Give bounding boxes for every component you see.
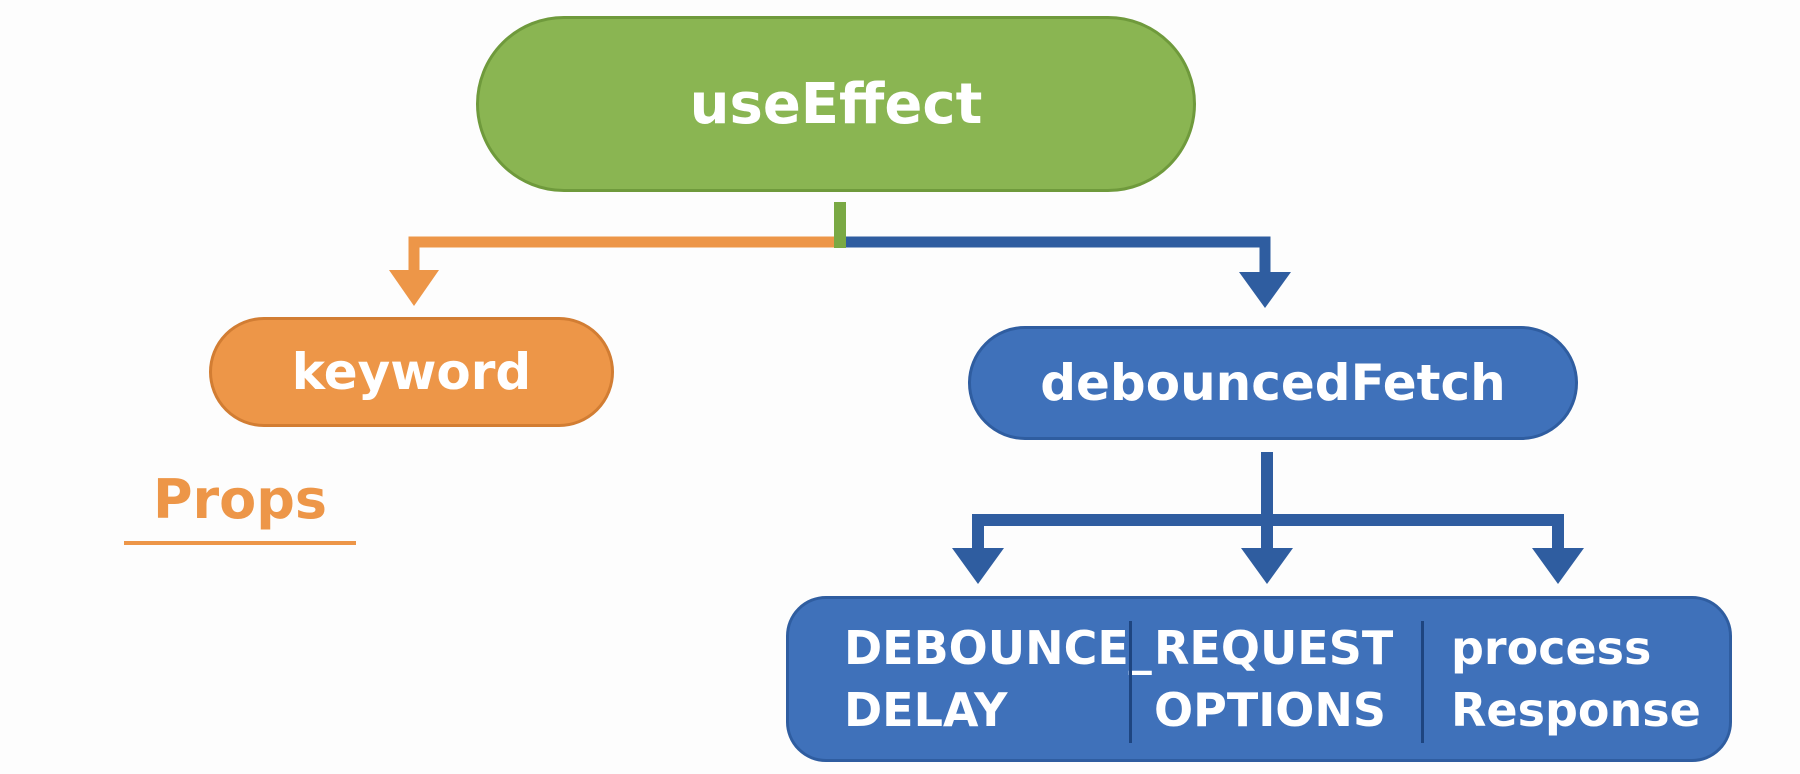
group-item-debounce-delay: DEBOUNCE_ DELAY [844,621,1152,737]
arrowhead-keyword [389,270,439,306]
group-item-request-options: REQUEST OPTIONS [1154,621,1394,737]
node-useeffect-label: useEffect [689,71,983,137]
arrowhead-group-middle [1241,548,1293,584]
arrowhead-group-left [952,548,1004,584]
node-fetch-params-group: DEBOUNCE_ DELAY REQUEST OPTIONS process … [786,596,1732,762]
node-debounced-fetch: debouncedFetch [968,326,1578,440]
connector-root-stem [834,202,846,248]
node-keyword: keyword [209,317,614,427]
arrowhead-group-right [1532,548,1584,584]
group-item-process-response: process Response [1451,621,1701,737]
node-useeffect: useEffect [476,16,1196,192]
group-divider [1129,621,1132,743]
props-label: Props [152,468,328,531]
group-divider [1421,621,1424,743]
connector-root-to-fetch [842,236,1271,276]
props-underline [124,541,356,545]
node-keyword-label: keyword [291,343,532,401]
connector-root-to-keyword [408,236,838,272]
arrowhead-fetch [1239,272,1291,308]
node-debounced-fetch-label: debouncedFetch [1040,354,1506,412]
